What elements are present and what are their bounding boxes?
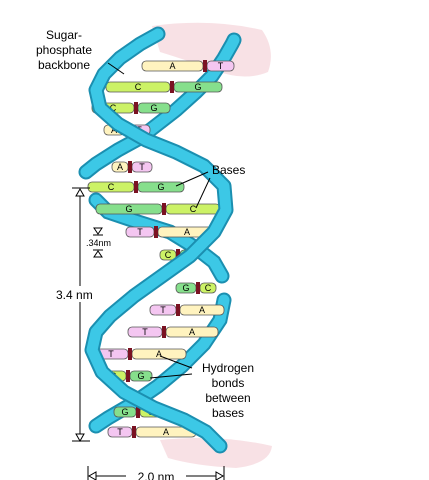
rise-label: .34nm — [86, 238, 111, 248]
base-letter-right: A — [163, 427, 169, 437]
smudge-top — [152, 22, 271, 77]
base-letter-right: A — [189, 327, 195, 337]
width-dimension: 2.0 nm — [87, 466, 225, 480]
bases-leader-1 — [175, 171, 209, 187]
hydrogen-bond — [162, 203, 166, 215]
width-arrow-right — [215, 471, 225, 480]
bases-label: Bases — [175, 163, 245, 209]
backbone-strand-front-fill — [86, 28, 232, 452]
base-letter-right: T — [139, 162, 145, 172]
base-letter-right: G — [150, 103, 157, 113]
hbond-label-line1: Hydrogen — [202, 361, 254, 375]
bases-label-text: Bases — [212, 163, 245, 177]
base-letter-right: A — [184, 227, 190, 237]
pitch-label-bg — [50, 286, 106, 302]
pitch-label: 3.4 nm — [56, 288, 93, 302]
rise-dimension: .34nm — [84, 227, 124, 258]
hbond-label-line3: between — [205, 391, 250, 405]
base-letter-left: A — [117, 162, 123, 172]
base-letter-right: G — [137, 371, 144, 381]
base-letter-left: C — [135, 82, 142, 92]
width-label: 2.0 nm — [138, 470, 175, 480]
hydrogen-bond — [203, 60, 207, 72]
base-letter-right: C — [205, 283, 212, 293]
hydrogen-bond — [134, 181, 138, 193]
base-letter-left: T — [160, 305, 166, 315]
base-letter-left: G — [125, 204, 132, 214]
pitch-arrow-down — [75, 433, 85, 443]
rise-arrow-up-bottom — [93, 250, 103, 258]
backbone-label: Sugar- phosphate backbone — [36, 28, 125, 75]
width-arrow-left — [87, 471, 97, 480]
base-letter-left: G — [182, 283, 189, 293]
rise-label-bg — [84, 236, 124, 248]
hydrogen-bond — [154, 226, 158, 238]
base-letter-right: C — [190, 204, 197, 214]
hydrogen-bond — [196, 282, 200, 294]
hydrogen-bond — [134, 102, 138, 114]
base-letter-right: G — [157, 182, 164, 192]
hbond-leader-1 — [159, 355, 193, 369]
base-letter-left: T — [137, 227, 143, 237]
base-letter-left: A — [169, 61, 175, 71]
backbone-strand-back-fill — [80, 34, 240, 178]
hbond-leader-2 — [149, 373, 193, 379]
base-letter-left: T — [108, 349, 114, 359]
bases-leader-2 — [195, 177, 211, 209]
base-letter-left: T — [142, 327, 148, 337]
base-letter-left: G — [121, 407, 128, 417]
hydrogen-bond — [170, 81, 174, 93]
hbond-label-line2: bonds — [212, 376, 245, 390]
hydrogen-bond — [176, 304, 180, 316]
base-letter-left: T — [117, 427, 123, 437]
hydrogen-bond — [128, 348, 132, 360]
pitch-dimension: 3.4 nm — [50, 187, 106, 443]
smudge-bottom — [160, 438, 272, 468]
base-letter-right: A — [156, 349, 162, 359]
hydrogen-bond — [128, 161, 132, 173]
base-letter-left: C — [165, 250, 172, 260]
base-letter-right: A — [199, 305, 205, 315]
hydrogen-bonds-label: Hydrogen bonds between bases — [149, 355, 254, 420]
backbone-label-leader — [107, 62, 125, 75]
backbone-label-line3: backbone — [38, 58, 90, 72]
hydrogen-bond — [136, 406, 140, 418]
hydrogen-bond — [176, 249, 180, 261]
base-letter-left: C — [110, 103, 117, 113]
hydrogen-bond — [126, 370, 130, 382]
backbone-label-line2: phosphate — [36, 43, 92, 57]
rise-arrow-down-top — [93, 227, 103, 235]
hbond-label-line4: bases — [212, 406, 244, 420]
hydrogen-bond — [162, 326, 166, 338]
base-letter-right: T — [218, 61, 224, 71]
base-letter-right: G — [194, 82, 201, 92]
hydrogen-bond — [132, 426, 136, 438]
background-smudges — [152, 22, 272, 468]
pitch-arrow-up — [75, 187, 85, 197]
backbone-label-line1: Sugar- — [46, 28, 82, 42]
base-letter-left: C — [108, 182, 115, 192]
